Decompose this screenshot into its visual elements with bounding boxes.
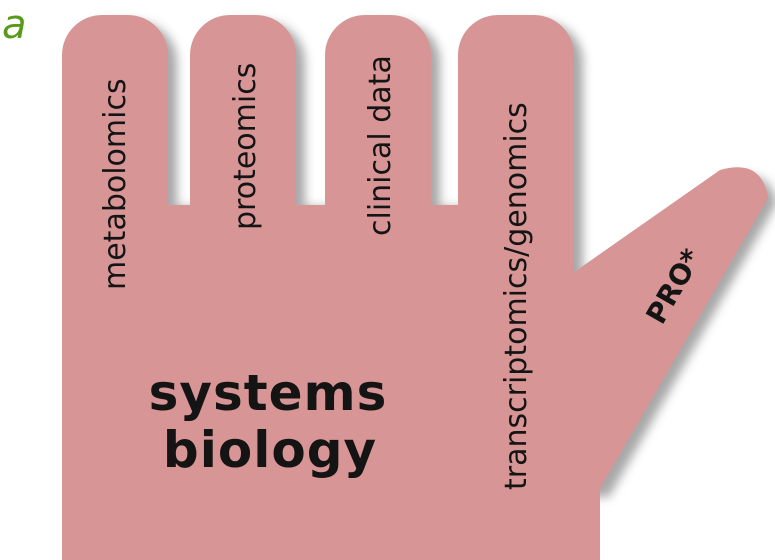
palm-label-systems: systems [149, 364, 388, 422]
finger-label-metabolomics: metabolomics [98, 78, 133, 290]
finger-label-clinical-data: clinical data [363, 55, 398, 236]
finger-label-proteomics: proteomics [228, 63, 263, 230]
palm-label-biology: biology [163, 421, 377, 479]
panel-label: a [2, 2, 27, 48]
thumb-shape [560, 167, 768, 492]
finger-label-transcriptomics-genomics: transcriptomics/genomics [499, 102, 534, 490]
